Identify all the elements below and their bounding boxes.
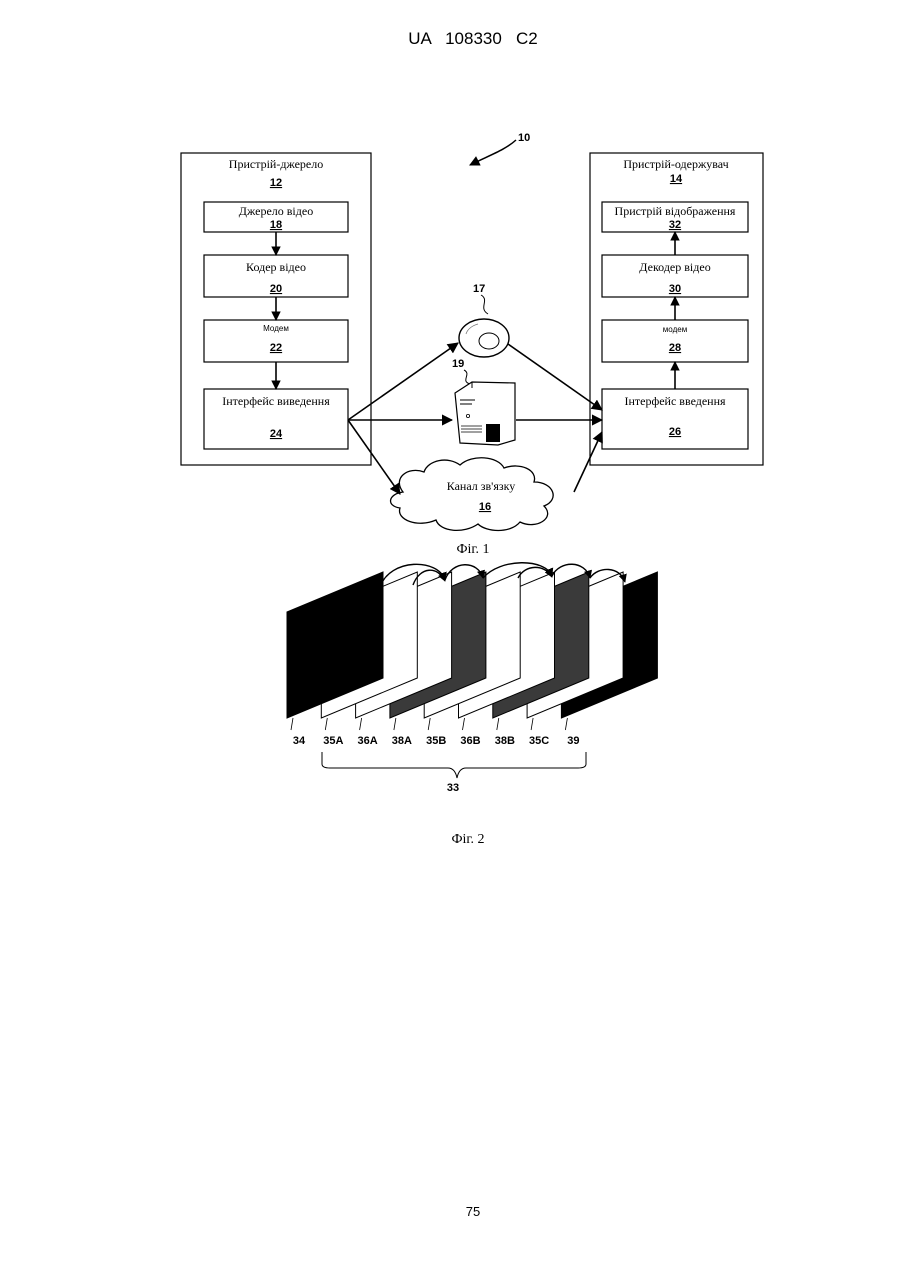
arrow-disc-to-input: [508, 344, 602, 410]
arrow-output-to-disc: [348, 343, 458, 420]
display-device-label: Пристрій відображення: [615, 204, 736, 218]
frame-sequence: [287, 572, 657, 718]
fig1-caption: Фіг. 1: [456, 542, 489, 557]
patent-number: UA 108330 C2: [408, 29, 537, 48]
destination-modem-ref: 28: [669, 342, 681, 354]
frame-label-35b: 35B: [426, 735, 446, 747]
output-interface-label: Інтерфейс виведення: [222, 394, 330, 408]
frame-label-39: 39: [567, 735, 579, 747]
group-brace: [322, 752, 586, 778]
communication-channel-cloud: [391, 458, 554, 531]
frame-label-leader: [531, 718, 533, 730]
display-device-ref: 32: [669, 219, 681, 231]
frame-label-38b: 38B: [495, 735, 515, 747]
input-interface-label: Інтерфейс введення: [624, 394, 726, 408]
file-server-leader: [464, 370, 470, 384]
output-interface-ref: 24: [270, 428, 283, 440]
disc-icon: [459, 319, 509, 357]
source-device-title: Пристрій-джерело: [229, 157, 323, 171]
source-modem-ref: 22: [270, 342, 282, 354]
file-server-ref: 19: [452, 358, 464, 370]
frame-label-leader: [497, 718, 499, 730]
frame-labels: 34 35A 36A 38A 35B 36B 38B 35C 39: [291, 718, 580, 747]
frame-label-34: 34: [293, 735, 306, 747]
storage-medium-ref: 17: [473, 283, 485, 295]
video-source-label: Джерело відео: [239, 204, 313, 218]
video-encoder-label: Кодер відео: [246, 260, 306, 274]
frame-label-leader: [291, 718, 293, 730]
frame-label-36b: 36B: [460, 735, 480, 747]
frame-label-36a: 36A: [358, 735, 378, 747]
frame-label-leader: [360, 718, 362, 730]
source-modem-label: Модем: [263, 324, 289, 333]
source-device-ref: 12: [270, 177, 282, 189]
fig2-caption: Фіг. 2: [451, 832, 484, 847]
arrow-channel-to-input: [574, 432, 602, 492]
input-interface-ref: 26: [669, 426, 681, 438]
frame-label-38a: 38A: [392, 735, 412, 747]
page-number: 75: [466, 1204, 480, 1219]
frame-label-35a: 35A: [323, 735, 343, 747]
communication-channel-ref: 16: [479, 501, 491, 513]
frame-label-leader: [325, 718, 327, 730]
frame-label-leader: [565, 718, 567, 730]
communication-channel-label: Канал зв'язку: [447, 479, 516, 493]
video-source-ref: 18: [270, 219, 282, 231]
frame-label-leader: [428, 718, 430, 730]
destination-device-title: Пристрій-одержувач: [623, 157, 728, 171]
video-encoder-ref: 20: [270, 283, 282, 295]
arrow-output-to-channel: [348, 420, 400, 494]
file-server-icon: [455, 382, 515, 445]
destination-device-ref: 14: [670, 173, 683, 185]
storage-medium-leader: [481, 295, 488, 314]
system-ref-leader: [470, 140, 516, 165]
frame-label-leader: [394, 718, 396, 730]
group-ref-33: 33: [447, 782, 459, 794]
destination-modem-label: модем: [663, 325, 687, 334]
video-decoder-ref: 30: [669, 283, 681, 295]
video-decoder-label: Декодер відео: [639, 260, 710, 274]
frame-label-leader: [463, 718, 465, 730]
system-ref-10: 10: [518, 132, 530, 144]
frame-label-35c: 35C: [529, 735, 549, 747]
